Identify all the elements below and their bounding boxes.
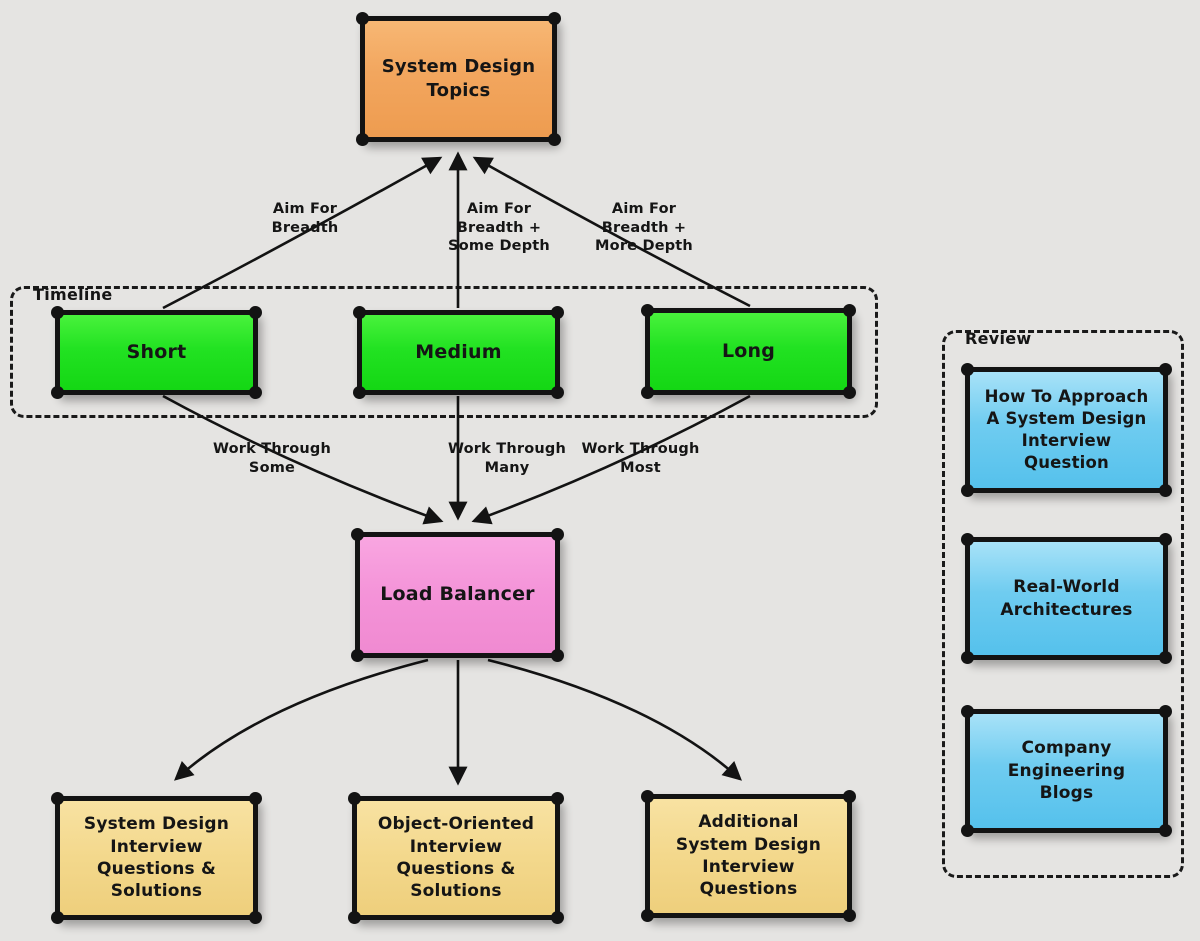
corner-pin-icon	[51, 306, 64, 319]
corner-pin-icon	[1159, 363, 1172, 376]
corner-pin-icon	[1159, 705, 1172, 718]
corner-pin-icon	[641, 386, 654, 399]
corner-pin-icon	[548, 12, 561, 25]
corner-pin-icon	[249, 792, 262, 805]
corner-pin-icon	[551, 306, 564, 319]
corner-pin-icon	[353, 306, 366, 319]
corner-pin-icon	[551, 386, 564, 399]
edge-lb-to-additional	[487, 658, 742, 781]
review-group-label: Review	[965, 329, 1032, 348]
node-label: System Design Interview Questions & Solu…	[83, 814, 230, 902]
node-additional-sd-questions: Additional System Design Interview Quest…	[641, 790, 856, 922]
corner-pin-icon	[641, 304, 654, 317]
corner-pin-icon	[1159, 651, 1172, 664]
corner-pin-icon	[51, 792, 64, 805]
corner-pin-icon	[551, 911, 564, 924]
corner-pin-icon	[51, 386, 64, 399]
corner-pin-icon	[249, 911, 262, 924]
node-label: Company Engineering Blogs	[1007, 738, 1126, 804]
timeline-group: Timeline	[10, 285, 878, 418]
edge-lb-to-sd-questions	[174, 658, 429, 781]
node-sd-interview-questions: System Design Interview Questions & Solu…	[51, 792, 262, 924]
corner-pin-icon	[551, 649, 564, 662]
corner-pin-icon	[348, 792, 361, 805]
corner-pin-icon	[961, 533, 974, 546]
corner-pin-icon	[356, 12, 369, 25]
node-label: Long	[721, 339, 776, 362]
node-label: Load Balancer	[380, 583, 535, 606]
corner-pin-icon	[843, 909, 856, 922]
corner-pin-icon	[348, 911, 361, 924]
corner-pin-icon	[353, 386, 366, 399]
review-group: Review	[942, 329, 1184, 878]
node-label: Object-Oriented Interview Questions & So…	[377, 814, 535, 902]
corner-pin-icon	[356, 133, 369, 146]
corner-pin-icon	[51, 911, 64, 924]
node-how-to-approach: How To Approach A System Design Intervie…	[961, 363, 1172, 497]
edge-label-aim-some-depth: Aim For Breadth + Some Depth	[448, 201, 550, 255]
corner-pin-icon	[961, 705, 974, 718]
corner-pin-icon	[351, 649, 364, 662]
corner-pin-icon	[961, 651, 974, 664]
node-medium: Medium	[353, 306, 564, 399]
node-company-engineering-blogs: Company Engineering Blogs	[961, 705, 1172, 837]
corner-pin-icon	[351, 528, 364, 541]
timeline-group-label: Timeline	[33, 285, 113, 304]
corner-pin-icon	[249, 306, 262, 319]
node-label: How To Approach A System Design Intervie…	[984, 387, 1149, 472]
corner-pin-icon	[551, 792, 564, 805]
edge-label-work-most: Work Through Most	[581, 441, 700, 476]
node-label: Real-World Architectures	[1000, 577, 1133, 620]
node-label: System Design Topics	[381, 56, 536, 101]
node-long: Long	[641, 304, 856, 399]
corner-pin-icon	[548, 133, 561, 146]
corner-pin-icon	[961, 363, 974, 376]
corner-pin-icon	[843, 304, 856, 317]
node-label: Medium	[415, 340, 502, 363]
node-system-design-topics: System Design Topics	[356, 12, 561, 146]
corner-pin-icon	[843, 386, 856, 399]
edge-label-aim-breadth: Aim For Breadth	[271, 201, 339, 236]
corner-pin-icon	[641, 790, 654, 803]
corner-pin-icon	[249, 386, 262, 399]
corner-pin-icon	[1159, 533, 1172, 546]
node-oo-interview-questions: Object-Oriented Interview Questions & So…	[348, 792, 564, 924]
node-short: Short	[51, 306, 262, 399]
corner-pin-icon	[1159, 824, 1172, 837]
node-label: Additional System Design Interview Quest…	[675, 812, 822, 900]
node-label: Short	[126, 340, 187, 363]
corner-pin-icon	[843, 790, 856, 803]
corner-pin-icon	[1159, 484, 1172, 497]
corner-pin-icon	[641, 909, 654, 922]
edge-label-work-many: Work Through Many	[447, 441, 567, 476]
corner-pin-icon	[961, 484, 974, 497]
edge-label-work-some: Work Through Some	[212, 441, 332, 476]
corner-pin-icon	[551, 528, 564, 541]
edge-label-aim-more-depth: Aim For Breadth + More Depth	[595, 201, 693, 255]
corner-pin-icon	[961, 824, 974, 837]
node-real-world-architectures: Real-World Architectures	[961, 533, 1172, 664]
node-load-balancer: Load Balancer	[351, 528, 564, 662]
